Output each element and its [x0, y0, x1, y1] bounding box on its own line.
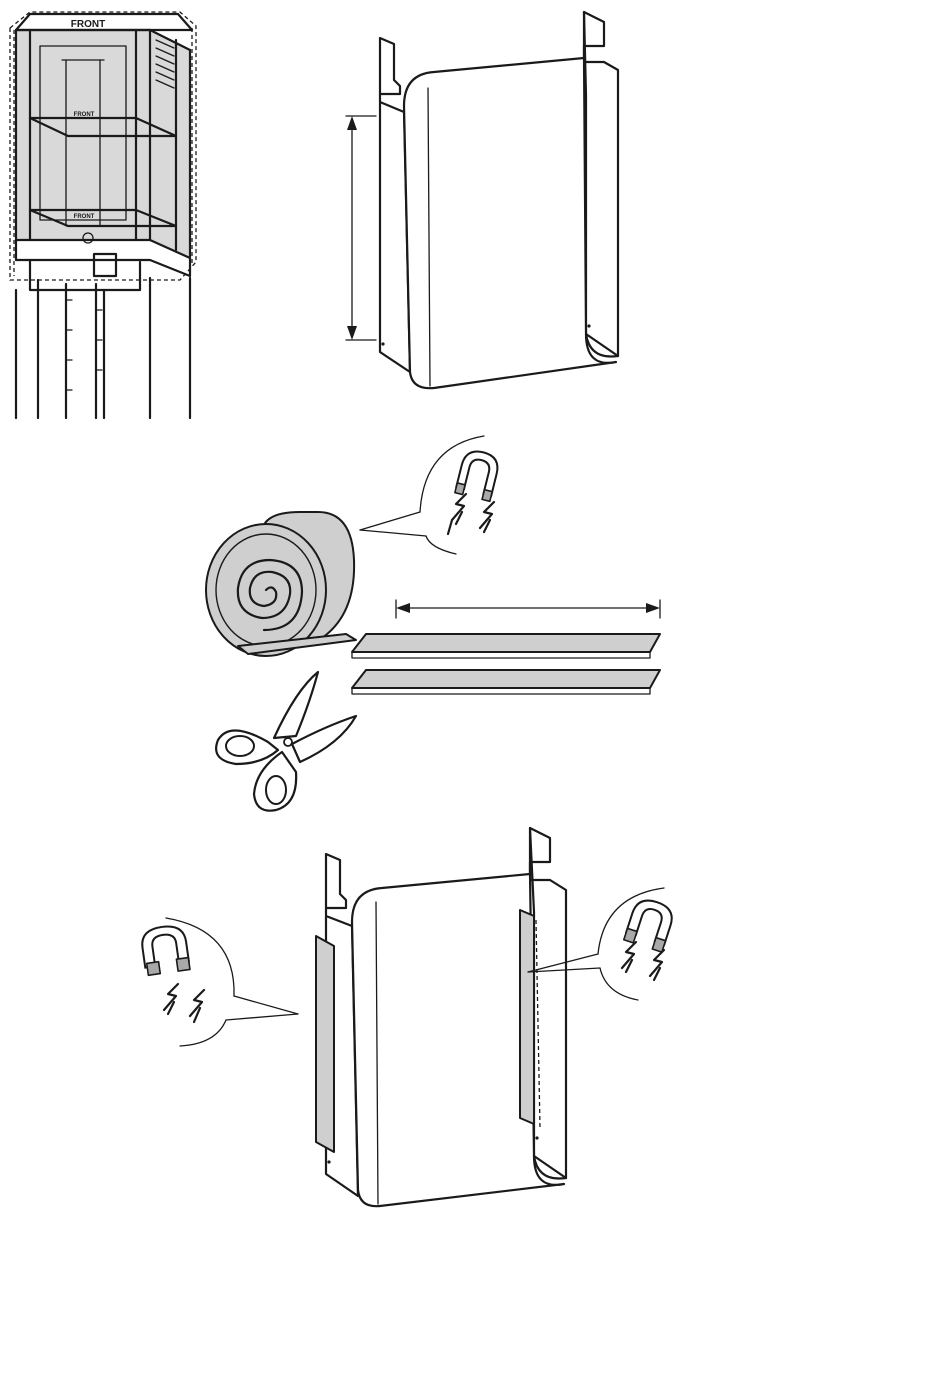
front-label-bottom: FRONT	[74, 214, 95, 220]
lightning-icon	[164, 984, 204, 1022]
bent-panel-bottom	[316, 828, 566, 1206]
front-label-top: FRONT	[71, 19, 105, 30]
magnet-icon	[455, 448, 501, 501]
strip-width-dimension	[396, 600, 660, 618]
magnetic-roll	[206, 512, 356, 656]
bent-panel-top	[380, 12, 618, 388]
rack-base-box	[94, 254, 116, 276]
magnet-icon	[140, 924, 190, 976]
magnet-callout-left	[140, 918, 298, 1046]
magnetic-strip-2	[352, 670, 660, 694]
magnetic-strip-left	[316, 936, 334, 1152]
magnetic-strip-1	[352, 634, 660, 658]
magnetic-strip-right	[520, 910, 534, 1124]
front-label-middle: FRONT	[74, 112, 95, 118]
rack-frame: FRONT FRONT FRONT	[10, 12, 196, 418]
magnet-callout-roll	[360, 436, 501, 554]
magnet-icon	[624, 896, 676, 952]
height-dimension	[346, 116, 376, 340]
scissors-icon	[216, 672, 356, 811]
